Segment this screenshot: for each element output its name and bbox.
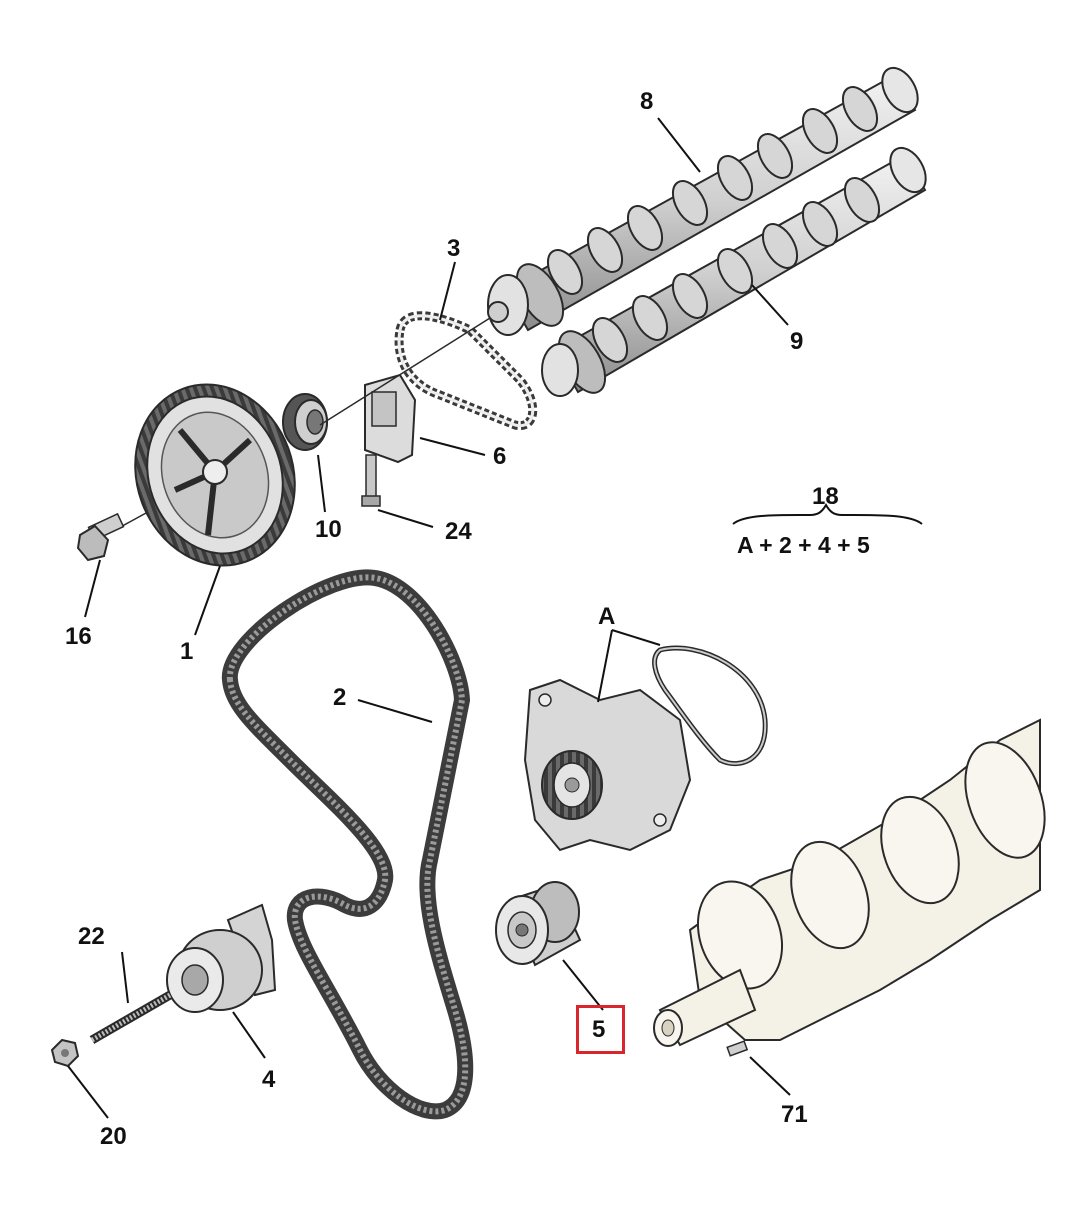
timing-belt bbox=[221, 569, 474, 1120]
crankshaft-key bbox=[726, 1040, 749, 1057]
water-pump bbox=[523, 678, 692, 852]
leader-lines bbox=[67, 117, 791, 1119]
callout-9: 9 bbox=[790, 328, 804, 355]
callout-22: 22 bbox=[78, 923, 105, 950]
camshaft-lower bbox=[541, 146, 927, 397]
kit-brace bbox=[732, 502, 923, 525]
tensioner-nut bbox=[50, 1038, 80, 1068]
crankshaft bbox=[653, 718, 1046, 1047]
water-pump-gasket bbox=[652, 645, 768, 767]
callout-24: 24 bbox=[445, 518, 472, 545]
callout-1: 1 bbox=[180, 638, 194, 665]
callout-A: A bbox=[598, 603, 616, 630]
callout-4: 4 bbox=[262, 1066, 276, 1093]
tensioner-stud bbox=[89, 991, 173, 1044]
callout-5: 5 bbox=[592, 1016, 606, 1043]
sprocket-bolt bbox=[76, 512, 125, 562]
kit-number: 18 bbox=[812, 483, 839, 510]
chain-tensioner bbox=[361, 373, 417, 507]
camshaft-upper bbox=[487, 66, 919, 336]
timing-chain bbox=[394, 311, 538, 431]
highlight-box-5 bbox=[576, 1005, 625, 1054]
callout-71: 71 bbox=[781, 1101, 808, 1128]
camshaft-sprocket bbox=[134, 383, 296, 567]
callout-10: 10 bbox=[315, 516, 342, 543]
kit-formula: A + 2 + 4 + 5 bbox=[737, 532, 870, 558]
callout-3: 3 bbox=[447, 235, 461, 262]
idler-pulley bbox=[495, 881, 582, 967]
callout-20: 20 bbox=[100, 1123, 127, 1150]
oil-seal bbox=[282, 393, 328, 451]
callout-2: 2 bbox=[333, 684, 347, 711]
callout-8: 8 bbox=[640, 88, 654, 115]
callout-16: 16 bbox=[65, 623, 92, 650]
callout-6: 6 bbox=[493, 443, 507, 470]
belt-tensioner bbox=[166, 903, 277, 1013]
